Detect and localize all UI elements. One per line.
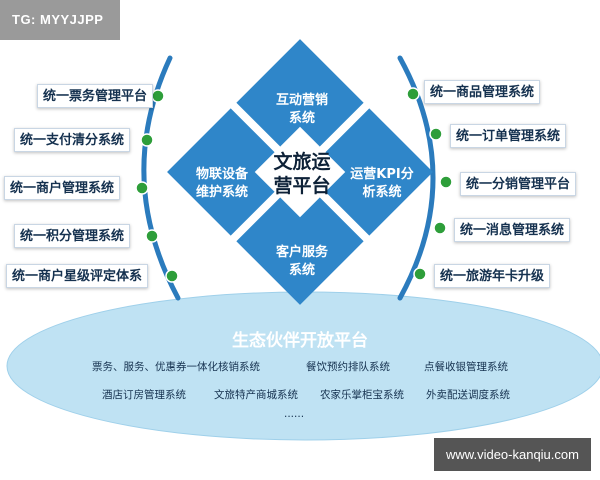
eco-item-r1-2: 餐饮预约排队系统: [306, 361, 390, 373]
eco-item-r2-1: 酒店订房管理系统: [102, 389, 186, 401]
left-system-3: 统一商户管理系统: [4, 176, 121, 200]
diamond-center: [254, 126, 346, 218]
right-system-2: 统一订单管理系统: [450, 124, 567, 148]
eco-item-ellipsis: ......: [284, 408, 305, 420]
corner-tag: TG: MYYJJPP: [0, 0, 120, 40]
node-left-4: [145, 229, 159, 243]
diamond-right-label: 运营KPI分 析系统: [350, 167, 414, 200]
diamond-left-label: 物联设备 维护系统: [195, 167, 248, 200]
node-right-3: [439, 175, 453, 189]
right-system-4: 统一消息管理系统: [454, 218, 571, 242]
eco-item-r2-3: 农家乐掌柜宝系统: [320, 389, 404, 401]
right-system-1: 统一商品管理系统: [424, 80, 541, 104]
right-system-5: 统一旅游年卡升级: [434, 264, 551, 288]
node-left-5: [165, 269, 179, 283]
right-system-3: 统一分销管理平台: [460, 172, 577, 196]
center-platform-label: 文旅运 营平台: [273, 151, 331, 197]
eco-item-r2-2: 文旅特产商城系统: [214, 389, 298, 401]
node-left-1: [151, 89, 165, 103]
left-system-1: 统一票务管理平台: [37, 84, 154, 108]
eco-item-r1-3: 点餐收银管理系统: [424, 361, 508, 373]
node-right-1: [406, 87, 420, 101]
node-left-2: [140, 133, 154, 147]
diamond-bottom-label: 客户服务 系统: [275, 245, 328, 278]
node-right-4: [433, 221, 447, 235]
diamond-top-quadrant: [236, 39, 364, 167]
left-system-5: 统一商户星级评定体系: [6, 264, 149, 288]
diamond-top-label: 互动营销 系统: [275, 93, 328, 126]
watermark-label: www.video-kanqiu.com: [434, 438, 591, 471]
node-right-5: [413, 267, 427, 281]
left-system-4: 统一积分管理系统: [14, 224, 131, 248]
eco-item-r2-4: 外卖配送调度系统: [426, 389, 510, 401]
ecosystem-title: 生态伙伴开放平台: [232, 331, 368, 351]
node-right-2: [429, 127, 443, 141]
eco-item-r1-1: 票务、服务、优惠券一体化核销系统: [92, 361, 260, 373]
diamond-bottom-quadrant: [236, 177, 364, 305]
left-arc: [141, 55, 181, 301]
node-left-3: [135, 181, 149, 195]
left-system-2: 统一支付清分系统: [14, 128, 131, 152]
